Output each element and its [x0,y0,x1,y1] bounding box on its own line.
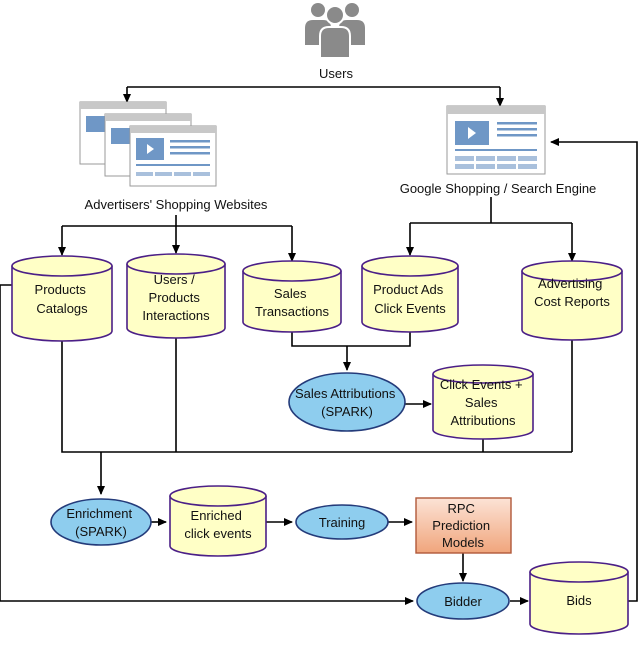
clicks-line-2: Click Events [374,301,446,316]
svg-text:Products Catalogs: Products Catalogs [35,282,90,316]
svg-text:Product Ads Click Events: Product Ads Click Events [373,282,447,316]
clicksales-line-2: Sales [465,395,498,410]
svg-text:Click Events + Sales: Click Events + Sales Attributions [440,377,526,428]
bids-label: Bids [566,593,592,608]
browser-windows-icon [79,101,217,187]
product-ads-click-events-db: Product Ads Click Events [361,255,459,333]
advertisers-label: Advertisers' Shopping Websites [85,197,268,212]
sales-attributions-spark-process: Sales Attributions (SPARK) [288,372,406,432]
clicksales-line-1: Click Events + [440,377,523,392]
bidder-process: Bidder [416,582,510,620]
svg-text:RPC Prediction Mod: RPC Prediction Models [432,501,493,550]
training-label: Training [319,515,365,530]
svg-text:Enrichment (SPARK): Enrichment (SPARK) [66,506,135,539]
arrow-bids-to-google [550,138,638,602]
enriched-line-2: click events [184,526,252,541]
cost-line-2: Cost Reports [534,294,610,309]
svg-text:Advertising Cost Reports: Advertising Cost Reports [534,276,610,309]
rpc-line-1: RPC [447,501,474,516]
bids-db: Bids [529,561,629,635]
products-catalogs-db: Products Catalogs [11,255,113,342]
click-events-sales-attributions-db: Click Events + Sales Attributions [432,364,534,440]
enrich-line-1: Enrichment [66,506,132,521]
attrib-line-1: Sales Attributions [295,386,396,401]
arrow-catalogs-to-bidder [0,284,414,605]
svg-text:Enriched click events: Enriched click events [184,508,252,541]
clicksales-line-3: Attributions [450,413,516,428]
enriched-click-events-db: Enriched click events [169,485,267,557]
google-label: Google Shopping / Search Engine [400,181,597,196]
users-icon [305,3,365,59]
rpc-line-3: Models [442,535,484,550]
connectors [0,86,638,605]
enriched-line-1: Enriched [191,508,242,523]
enrich-line-2: (SPARK) [75,524,127,539]
interactions-line-2: Products [149,290,201,305]
advertising-cost-reports-db: Advertising Cost Reports [521,260,623,341]
catalogs-line-2: Catalogs [36,301,88,316]
bidder-label: Bidder [444,594,482,609]
sales-clicks-merge [291,330,411,347]
svg-text:Sales Transactions: Sales Transactions [255,286,329,319]
training-process: Training [295,504,389,540]
clicks-line-1: Product Ads [373,282,444,297]
enrichment-spark-process: Enrichment (SPARK) [50,498,152,546]
users-products-interactions-db: Users / Products Interactions [126,253,226,339]
attrib-line-2: (SPARK) [321,404,373,419]
collector-line [61,341,572,453]
interactions-line-3: Interactions [142,308,210,323]
sales-line-2: Transactions [255,304,329,319]
rpc-prediction-models-box: RPC Prediction Models [415,497,512,554]
sales-transactions-db: Sales Transactions [242,260,342,333]
users-label: Users [319,66,353,81]
google-browser-icon [446,105,546,175]
rpc-line-2: Prediction [432,518,490,533]
svg-text:Users / Products I: Users / Products Interactions [142,272,210,323]
interactions-line-1: Users / [154,272,196,287]
cost-line-1: Advertising [538,276,602,291]
svg-text:Sales Attributions (SPAR: Sales Attributions (SPARK) [295,386,399,419]
catalogs-line-1: Products [35,282,87,297]
sales-line-1: Sales [274,286,307,301]
